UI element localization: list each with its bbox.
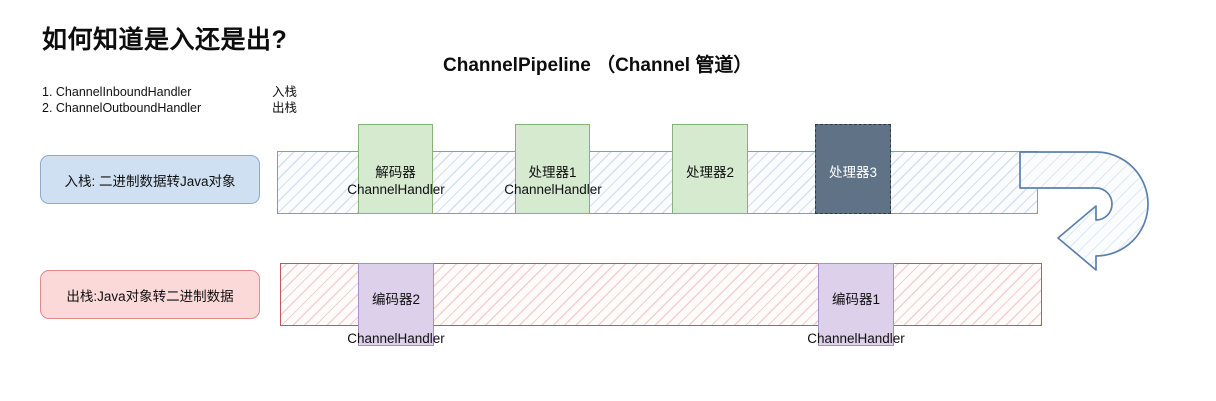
handler-node-handler2-label: 处理器2 [685, 165, 734, 180]
handler-node-encoder2-sublabel: ChannelHandler [347, 331, 445, 346]
handler-node-decoder-sublabel: ChannelHandler [347, 182, 445, 197]
handler-node-handler1[interactable]: 处理器1 [515, 124, 590, 214]
handler-node-encoder1-label: 编码器1 [831, 292, 880, 307]
diagram-title: ChannelPipeline （Channel 管道） [443, 55, 753, 76]
handler-node-encoder1[interactable]: 编码器1 [818, 263, 894, 346]
legend-item-inbound: 1. ChannelInboundHandler 入栈 [42, 84, 297, 100]
inbound-caption-box: 入栈: 二进制数据转Java对象 [40, 155, 260, 204]
handler-node-handler3-label: 处理器3 [828, 165, 877, 180]
legend-list: 1. ChannelInboundHandler 入栈 2. ChannelOu… [42, 84, 297, 116]
outbound-caption-box: 出栈:Java对象转二进制数据 [40, 270, 260, 319]
handler-node-handler3[interactable]: 处理器3 [815, 124, 891, 214]
uturn-arrow-icon [1018, 146, 1208, 301]
handler-node-decoder[interactable]: 解码器 [358, 124, 433, 214]
legend-item-outbound: 2. ChannelOutboundHandler 出栈 [42, 100, 297, 116]
handler-node-handler2[interactable]: 处理器2 [672, 124, 748, 214]
handler-node-handler1-sublabel: ChannelHandler [504, 182, 602, 197]
legend-item-outbound-note: 出栈 [272, 101, 298, 115]
legend-item-inbound-note: 入栈 [272, 85, 298, 99]
handler-node-encoder1-sublabel: ChannelHandler [807, 331, 905, 346]
page-title: 如何知道是入还是出? [42, 26, 288, 54]
handler-node-encoder2-label: 编码器2 [371, 292, 420, 307]
handler-node-encoder2[interactable]: 编码器2 [358, 263, 434, 346]
legend-item-inbound-label: 1. ChannelInboundHandler [42, 85, 192, 99]
handler-node-handler1-label: 处理器1 [528, 165, 577, 180]
handler-node-decoder-label: 解码器 [375, 165, 416, 180]
legend-item-outbound-label: 2. ChannelOutboundHandler [42, 101, 202, 115]
